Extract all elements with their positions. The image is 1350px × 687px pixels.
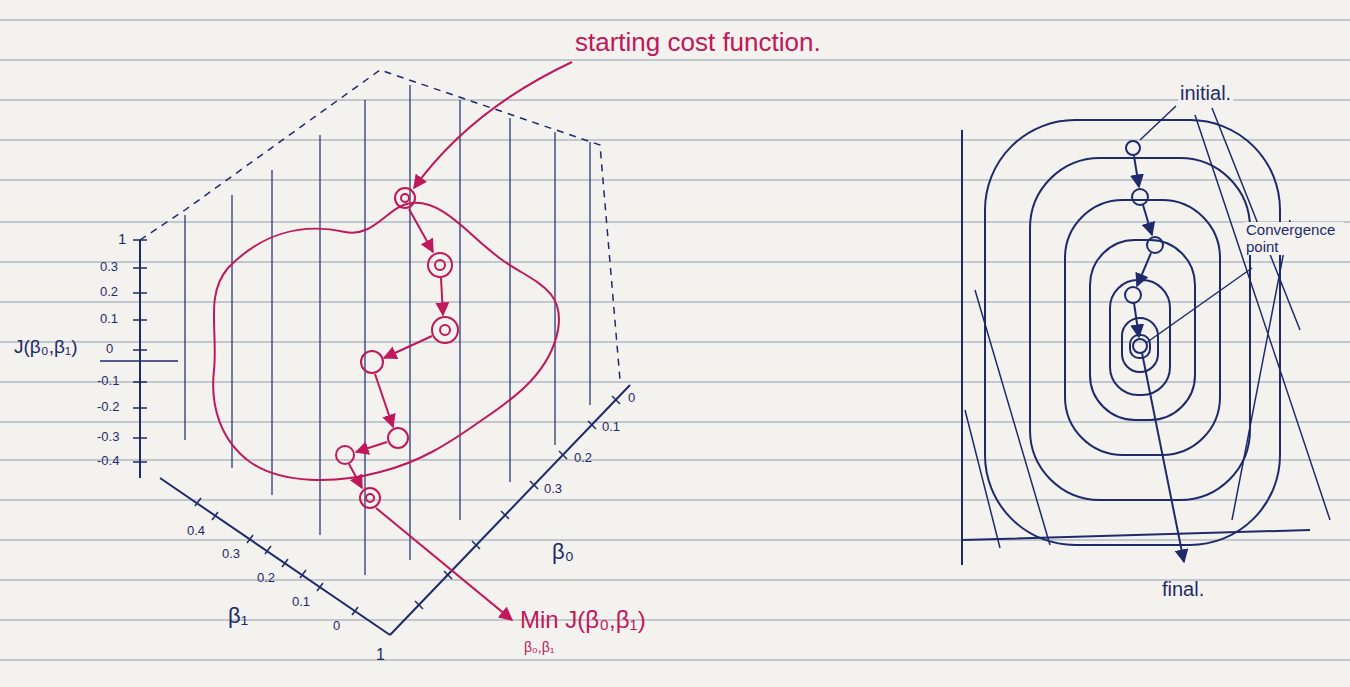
plot-3d [100,70,630,635]
axis-title: β₀ [552,540,574,564]
callout-text: starting cost function. [575,28,821,57]
axis-tick: 1 [118,231,126,248]
axis-tick: 0.2 [574,451,592,465]
final-leader [1142,353,1184,562]
box-edge [140,70,620,380]
contour-ring [985,120,1280,545]
axis-tick: -0.4 [97,454,119,468]
contour-step [1132,189,1148,205]
callout-text: initial. [1178,82,1233,104]
contour-ring [1090,240,1195,420]
contour-ring [1130,335,1150,358]
descent-arrow [441,278,443,315]
descent-step [360,488,380,508]
axis-tick: 0.3 [544,482,562,496]
axis-tick: 0 [333,619,340,633]
ruled-lines [0,20,1350,660]
beta1-axis [160,478,390,635]
contour-step [1147,237,1163,253]
convergence-leader [1146,268,1252,343]
callout-text: Min J(β₀,β₁) [520,607,646,633]
descent-step [428,253,452,277]
contour-plot [962,106,1330,565]
axis-tick: 1 [376,646,385,664]
axis-tick: 0 [628,391,635,405]
axis-tick: 0.3 [100,260,118,274]
j-axis-ticks [133,240,147,462]
axis-tick: 0.2 [100,285,118,299]
cost-surface [213,62,572,620]
min-leader [376,508,512,620]
axis-tick: 0.4 [187,524,205,538]
callout-text: final. [1162,578,1204,600]
start-leader [414,62,572,188]
axis-tick: -0.1 [97,374,119,388]
descent-step [366,494,374,502]
descent-arrow [349,464,362,488]
descent-step [395,188,415,208]
tangent-lines [965,108,1330,548]
descent-step [336,446,354,464]
axis-tick: 0.3 [222,547,240,561]
beta1-axis-ticks [195,498,358,615]
contour-ring [1030,158,1250,500]
descent-arrow [409,209,433,252]
j-label-line [100,360,178,362]
axis-tick: 0.1 [292,595,310,609]
axis-tick: 0.1 [602,420,620,434]
descent-step [435,260,445,270]
beta0-axis-ticks [415,396,620,609]
contour-arrow [1137,253,1151,286]
descent-arrow [356,442,387,452]
axis-title: J(β₀,β₁) [14,337,78,358]
descent-step [361,351,383,373]
contour-step [1125,287,1141,303]
descent-step [401,194,409,202]
contour-arrow [1134,303,1139,337]
contour-ring [1122,318,1158,372]
surface-outline [213,203,559,480]
axis-tick: 0.1 [100,312,118,326]
axis-title: β₁ [228,604,248,628]
descent-step [432,317,458,343]
contour-step [1133,339,1147,353]
descent-step [388,428,408,448]
contour-ring [1065,200,1220,455]
contour-arrow [1143,205,1152,235]
axis-tick: 0 [106,342,113,356]
axis-tick: -0.3 [97,430,119,444]
grid-lines [185,85,590,575]
contour-axis [962,130,1310,565]
descent-step [440,325,450,335]
descent-arrow [375,374,393,427]
axis-tick: 0.2 [257,571,275,585]
contour-step [1126,141,1140,155]
initial-leader [1140,106,1176,140]
contour-ring [1110,280,1170,395]
contour-arrow [1134,156,1139,187]
descent-arrow [384,336,432,358]
axis-tick: -0.2 [97,400,119,414]
j-axis [139,240,141,478]
callout-subscript: β₀,β₁ [524,640,555,655]
callout-text: Convergence point [1244,222,1344,255]
